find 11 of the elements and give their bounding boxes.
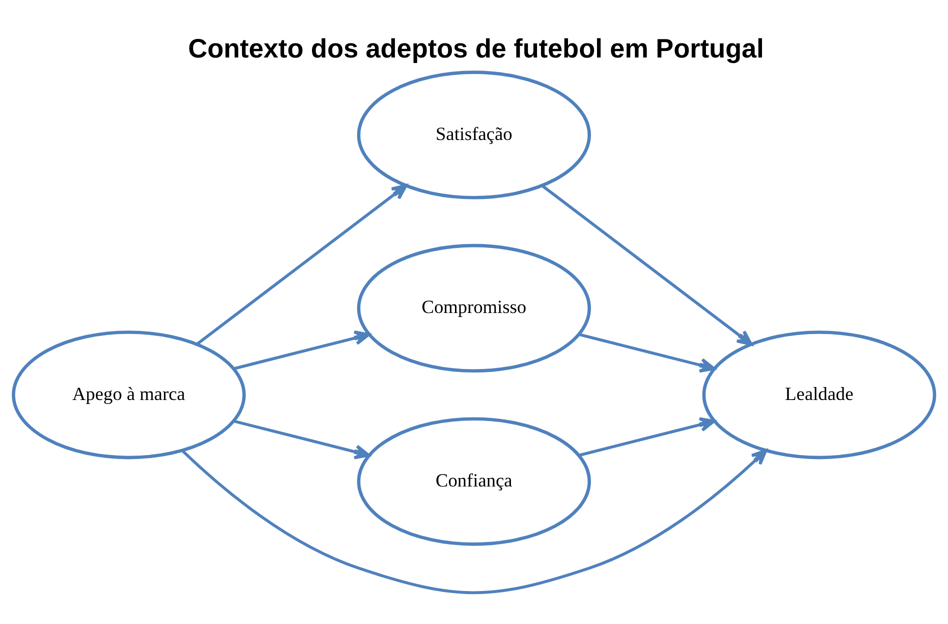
node-ellipse: Apego à marca	[12, 330, 246, 459]
arrow	[578, 416, 716, 456]
node-ellipse: Confiança	[357, 416, 591, 546]
node-ellipse: Compromisso	[357, 243, 591, 372]
arrow	[233, 330, 370, 370]
arrow	[541, 184, 753, 346]
diagram-title: Contexto dos adeptos de futebol em Portugal	[188, 33, 764, 64]
arrow	[196, 184, 408, 345]
arrow	[233, 419, 370, 459]
arrow	[578, 332, 716, 372]
arrow	[181, 448, 768, 594]
